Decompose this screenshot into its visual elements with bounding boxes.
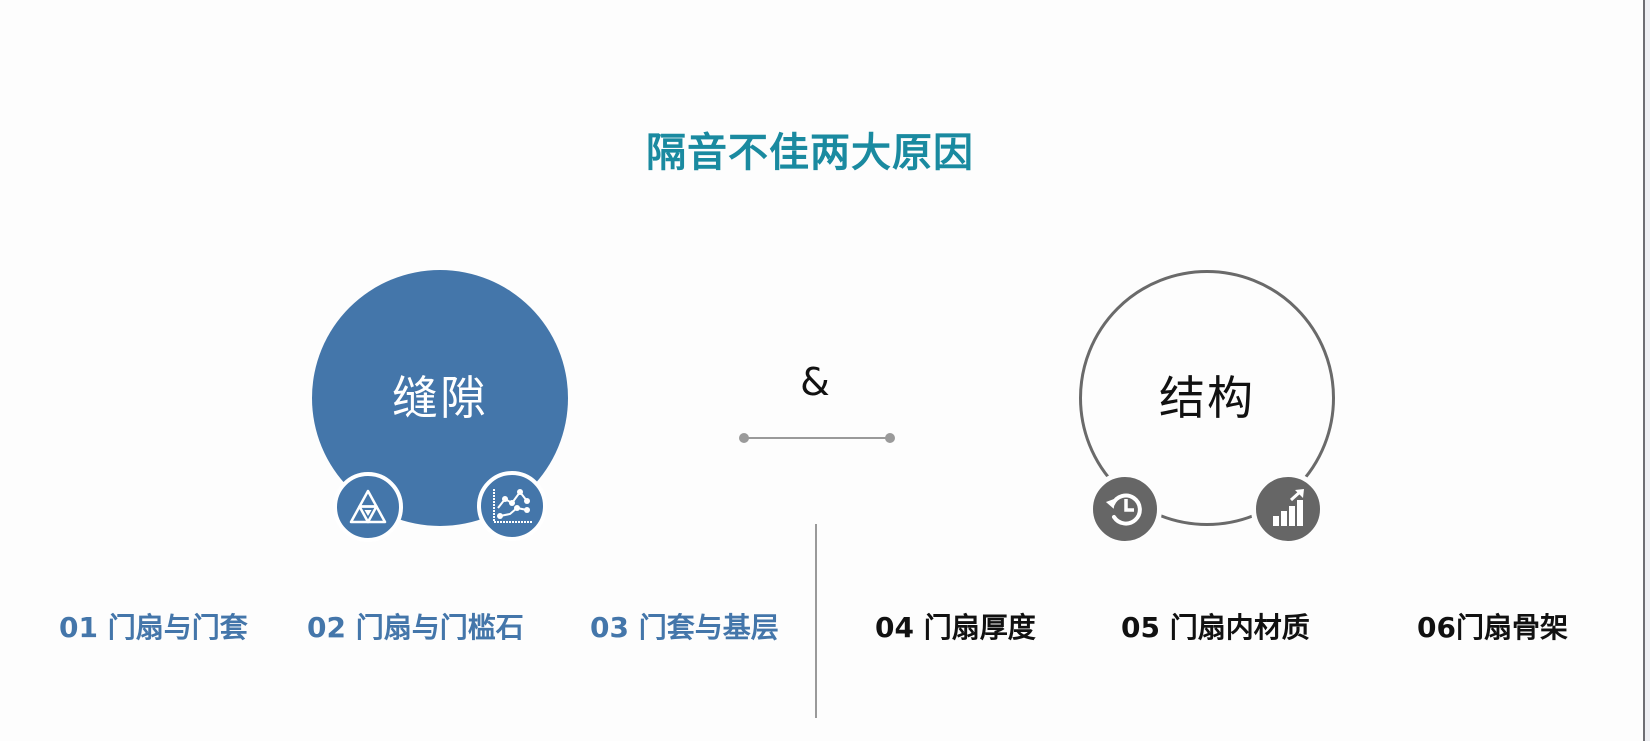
- connector-dot-right: [885, 433, 895, 443]
- vertical-divider: [815, 524, 817, 718]
- item-label-02: 02 门扇与门槛石: [307, 611, 524, 644]
- cause-structure-label: 结构: [1159, 371, 1255, 425]
- item-label-06: 06门扇骨架: [1417, 611, 1568, 644]
- line-chart-icon: [477, 471, 547, 541]
- item-label-05: 05 门扇内材质: [1121, 611, 1310, 644]
- slide-title: 隔音不佳两大原因: [646, 130, 974, 176]
- item-label-03: 03 门套与基层: [590, 611, 779, 644]
- connector-line: [744, 437, 890, 439]
- ampersand: &: [800, 360, 830, 404]
- connector-dot-left: [739, 433, 749, 443]
- triangle-pyramid-icon: [333, 472, 403, 542]
- item-label-01: 01 门扇与门套: [59, 611, 248, 644]
- item-label-04: 04 门扇厚度: [875, 611, 1036, 644]
- history-clock-icon: [1088, 472, 1162, 546]
- cause-gap-label: 缝隙: [392, 371, 488, 425]
- bar-chart-growth-icon: [1251, 472, 1325, 546]
- cause-structure-circle: 结构: [1079, 270, 1335, 526]
